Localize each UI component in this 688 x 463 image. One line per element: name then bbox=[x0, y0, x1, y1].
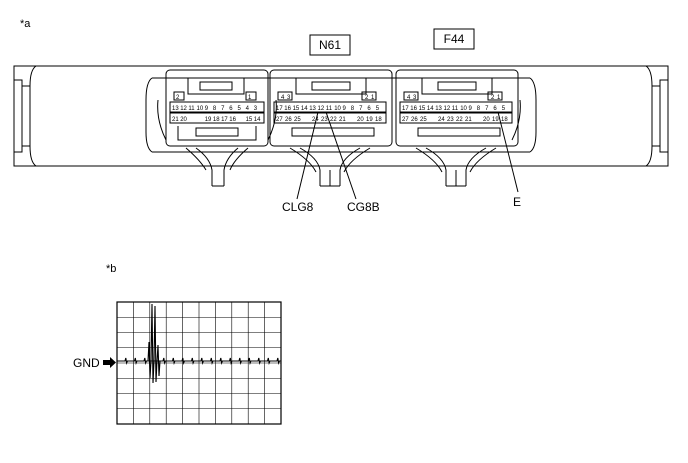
pin-number: 4 bbox=[281, 95, 285, 101]
pin-number: 2 bbox=[365, 95, 369, 101]
pin-number: 11 bbox=[326, 106, 333, 112]
connector-f44 bbox=[395, 69, 521, 187]
pin-number: 11 bbox=[452, 106, 459, 112]
pin-number: 24 bbox=[438, 117, 445, 123]
callout-e: E bbox=[513, 195, 521, 209]
ground-arrow-icon bbox=[103, 357, 116, 368]
pin-number: 10 bbox=[460, 106, 467, 112]
pin-number: 23 bbox=[447, 117, 454, 123]
pin-number: 19 bbox=[366, 117, 373, 123]
pin-number: 20 bbox=[357, 117, 364, 123]
pin-number: 23 bbox=[321, 117, 328, 123]
figure-label-a: *a bbox=[20, 18, 31, 30]
pin-number: 17 bbox=[276, 106, 283, 112]
pin-number: 16 bbox=[410, 106, 417, 112]
callout-cg8b: CG8B bbox=[347, 200, 380, 214]
pin-number: 9 bbox=[469, 106, 473, 112]
pin-number: 14 bbox=[301, 106, 308, 112]
oscilloscope-screen bbox=[116, 301, 282, 425]
pin-number: 9 bbox=[343, 106, 347, 112]
pin-number: 7 bbox=[359, 106, 363, 112]
pin-number: 19 bbox=[205, 117, 212, 123]
pin-number: 20 bbox=[483, 117, 490, 123]
pin-number: 14 bbox=[427, 106, 434, 112]
pin-number: 5 bbox=[238, 106, 242, 112]
pin-number: 14 bbox=[254, 117, 261, 123]
figure-label-b: *b bbox=[106, 263, 116, 275]
pin-number: 5 bbox=[376, 106, 380, 112]
pin-number: 13 bbox=[172, 106, 179, 112]
pin-number: 3 bbox=[287, 95, 291, 101]
pin-number: 22 bbox=[456, 117, 463, 123]
pin-number: 5 bbox=[502, 106, 506, 112]
pin-number: 6 bbox=[367, 106, 371, 112]
pin-number: 10 bbox=[197, 106, 204, 112]
pin-number: 26 bbox=[285, 117, 292, 123]
pin-number: 13 bbox=[435, 106, 442, 112]
pin-number: 25 bbox=[420, 117, 427, 123]
pin-number: 15 bbox=[419, 106, 426, 112]
pin-number: 18 bbox=[501, 117, 508, 123]
pin-number: 27 bbox=[276, 117, 283, 123]
pin-number: 11 bbox=[188, 106, 195, 112]
pin-number: 17 bbox=[402, 106, 409, 112]
pin-number: 8 bbox=[477, 106, 481, 112]
pin-number: 6 bbox=[229, 106, 233, 112]
pin-number: 7 bbox=[221, 106, 225, 112]
pin-number: 1 bbox=[497, 95, 501, 101]
pin-number: 20 bbox=[180, 117, 187, 123]
pin-number: 6 bbox=[493, 106, 497, 112]
ecu-housing bbox=[13, 65, 669, 167]
connector-id-f44-text: F44 bbox=[444, 32, 465, 46]
pin-number: 21 bbox=[172, 117, 179, 123]
pin-number: 21 bbox=[339, 117, 346, 123]
pin-number: 15 bbox=[246, 117, 253, 123]
connector-id-n61: N61 bbox=[309, 34, 351, 56]
pin-number: 27 bbox=[402, 117, 409, 123]
pin-number: 13 bbox=[309, 106, 316, 112]
pin-number: 25 bbox=[294, 117, 301, 123]
pin-number: 3 bbox=[254, 106, 258, 112]
pin-number: 2 bbox=[491, 95, 495, 101]
pin-number: 12 bbox=[180, 106, 187, 112]
pin-number: 1 bbox=[248, 95, 252, 101]
pin-number: 10 bbox=[334, 106, 341, 112]
oscilloscope-trace bbox=[117, 303, 281, 384]
pin-number: 16 bbox=[284, 106, 291, 112]
ground-label: GND bbox=[73, 356, 100, 370]
pin-number: 17 bbox=[221, 117, 228, 123]
connector-id-f44: F44 bbox=[433, 28, 475, 50]
connector-n61 bbox=[269, 69, 393, 187]
connector-left bbox=[157, 69, 277, 187]
pin-number: 1 bbox=[371, 95, 375, 101]
pin-number: 19 bbox=[492, 117, 499, 123]
pin-number: 8 bbox=[213, 106, 217, 112]
pin-number: 16 bbox=[229, 117, 236, 123]
pin-number: 18 bbox=[213, 117, 220, 123]
pin-number: 7 bbox=[485, 106, 489, 112]
connector-id-n61-text: N61 bbox=[319, 38, 341, 52]
oscilloscope-grid bbox=[117, 302, 281, 424]
pin-number: 26 bbox=[411, 117, 418, 123]
callout-clg8: CLG8 bbox=[282, 200, 314, 214]
callout-leaders bbox=[296, 111, 519, 200]
pin-number: 8 bbox=[351, 106, 355, 112]
pin-number: 18 bbox=[375, 117, 382, 123]
pin-number: 3 bbox=[413, 95, 417, 101]
pin-number: 12 bbox=[318, 106, 325, 112]
pin-number: 4 bbox=[246, 106, 250, 112]
pin-number: 2 bbox=[176, 95, 180, 101]
pin-number: 22 bbox=[330, 117, 337, 123]
pin-number: 21 bbox=[465, 117, 472, 123]
pin-number: 12 bbox=[444, 106, 451, 112]
pin-number: 9 bbox=[205, 106, 209, 112]
pin-number: 4 bbox=[407, 95, 411, 101]
pin-number: 15 bbox=[293, 106, 300, 112]
